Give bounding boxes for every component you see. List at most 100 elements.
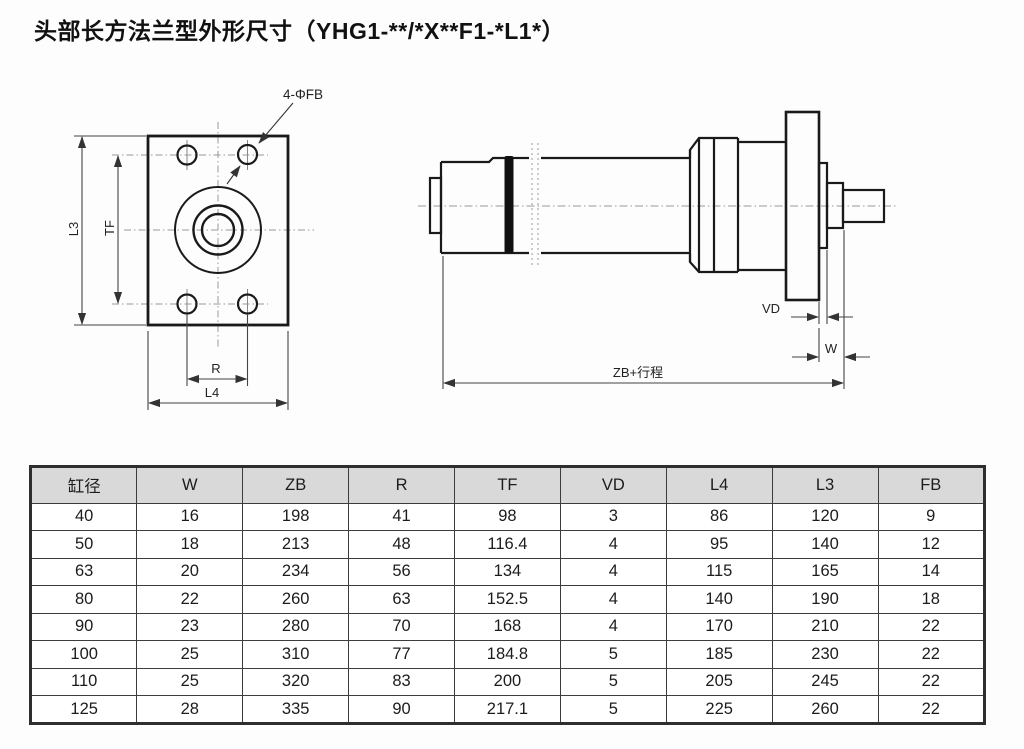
- table-cell: 110: [30, 667, 138, 696]
- table-cell: 260: [242, 585, 350, 614]
- dim-label-r: R: [211, 361, 221, 376]
- table-cell: 225: [665, 695, 773, 724]
- table-cell: 140: [665, 585, 773, 614]
- table-cell: 280: [242, 612, 350, 641]
- table-cell: 198: [242, 502, 350, 531]
- table-cell: 320: [242, 667, 350, 696]
- table-cell: 16: [136, 502, 244, 531]
- table-cell: 28: [136, 695, 244, 724]
- table-cell: 4: [559, 612, 667, 641]
- table-cell: 9: [877, 502, 985, 531]
- side-view-svg: [418, 110, 898, 389]
- table-cell: 95: [665, 530, 773, 559]
- table-cell: 41: [348, 502, 455, 531]
- dim-l3-lines: [74, 135, 146, 326]
- table-cell: 90: [348, 695, 455, 724]
- table-header-cell: L3: [771, 466, 879, 504]
- table-cell: 165: [771, 557, 879, 586]
- dim-l4-lines: [147, 331, 289, 410]
- table-cell: 63: [348, 585, 455, 614]
- table-cell: 90: [30, 612, 138, 641]
- table-cell: 86: [665, 502, 773, 531]
- table-cell: 4: [559, 530, 667, 559]
- table-header-cell: VD: [559, 466, 667, 504]
- table-cell: 184.8: [454, 640, 561, 669]
- table-cell: 5: [559, 667, 667, 696]
- table-cell: 245: [771, 667, 879, 696]
- table-cell: 22: [877, 695, 985, 724]
- table-cell: 217.1: [454, 695, 561, 724]
- table-cell: 98: [454, 502, 561, 531]
- bolt-hole-label: 4-ΦFB: [283, 87, 324, 102]
- table-cell: 100: [30, 640, 138, 669]
- table-cell: 83: [348, 667, 455, 696]
- table-cell: 200: [454, 667, 561, 696]
- table-cell: 22: [136, 585, 244, 614]
- weld-band: [504, 156, 514, 253]
- table-cell: 152.5: [454, 585, 561, 614]
- table-cell: 80: [30, 585, 138, 614]
- table-cell: 77: [348, 640, 455, 669]
- table-header-cell: 缸径: [30, 466, 138, 504]
- dim-vd-lines: [791, 250, 853, 324]
- dim-label-vd: VD: [761, 301, 781, 316]
- table-cell: 335: [242, 695, 350, 724]
- table-header-cell: ZB: [242, 466, 350, 504]
- table-cell: 168: [454, 612, 561, 641]
- dim-label-zb: ZB+行程: [612, 365, 664, 380]
- table-header-cell: W: [136, 466, 244, 504]
- centerlines: [112, 122, 314, 348]
- table-cell: 140: [771, 530, 879, 559]
- table-cell: 22: [877, 667, 985, 696]
- table-cell: 310: [242, 640, 350, 669]
- dim-w-lines: [792, 230, 870, 389]
- table-cell: 5: [559, 695, 667, 724]
- dim-label-l4: L4: [204, 385, 220, 400]
- table-cell: 213: [242, 530, 350, 559]
- bolt-holes: [176, 143, 259, 315]
- table-cell: 14: [877, 557, 985, 586]
- table-cell: 4: [559, 557, 667, 586]
- table-cell: 260: [771, 695, 879, 724]
- table-cell: 70: [348, 612, 455, 641]
- table-cell: 22: [877, 612, 985, 641]
- table-cell: 234: [242, 557, 350, 586]
- table-cell: 120: [771, 502, 879, 531]
- table-cell: 18: [136, 530, 244, 559]
- dim-zb-lines: [442, 256, 844, 389]
- table-cell: 170: [665, 612, 773, 641]
- table-cell: 25: [136, 640, 244, 669]
- table-cell: 205: [665, 667, 773, 696]
- table-cell: 5: [559, 640, 667, 669]
- side-view-drawing: VD W ZB+行程: [418, 110, 898, 389]
- table-header-cell: FB: [877, 466, 985, 504]
- table-cell: 23: [136, 612, 244, 641]
- front-view-svg: [74, 102, 314, 410]
- table-header-cell: TF: [454, 466, 561, 504]
- table-cell: 40: [30, 502, 138, 531]
- dim-label-w: W: [824, 341, 838, 356]
- table-header-cell: R: [348, 466, 455, 504]
- table-cell: 25: [136, 667, 244, 696]
- front-view-drawing: 4-ΦFB L3 TF R L4: [0, 0, 420, 440]
- table-cell: 125: [30, 695, 138, 724]
- table-cell: 63: [30, 557, 138, 586]
- table-cell: 134: [454, 557, 561, 586]
- table-cell: 48: [348, 530, 455, 559]
- pilot-circles: [174, 186, 262, 274]
- flange-plate-outline: [146, 134, 290, 327]
- table-cell: 190: [771, 585, 879, 614]
- dim-r-lines: [186, 315, 249, 386]
